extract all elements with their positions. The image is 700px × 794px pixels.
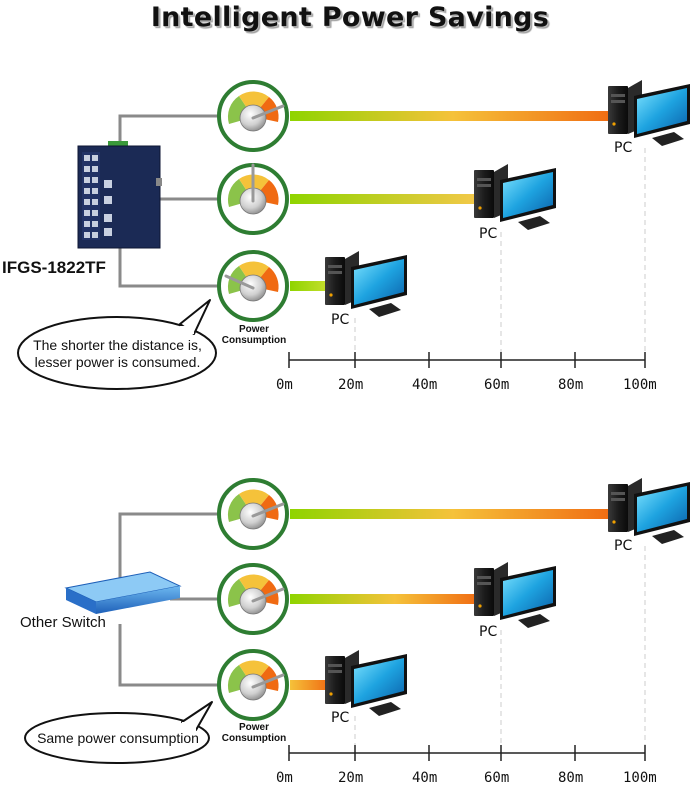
gauge-icon-top-2 [217,163,289,235]
tick-label-bottom: 20m [338,770,364,786]
tick-label-bottom: 60m [484,770,510,786]
power-bar-top-20m [290,281,330,291]
gauge-caption-top: Power Consumption [221,324,287,346]
ifgs-switch-icon [77,141,162,249]
pc-label-top-60m: PC [479,226,498,242]
pc-icon-bottom-100m [608,478,690,544]
gauge-icon-top-3 [217,250,289,322]
pc-label-top-20m: PC [331,312,350,328]
tick-label-top: 100m [623,377,657,393]
tick-label-top: 0m [276,377,293,393]
bubble-text-bottom: Same power consumption [37,730,199,746]
power-bar-bottom-60m [290,594,480,604]
tick-label-top: 20m [338,377,364,393]
pc-label-top-100m: PC [614,140,633,156]
tick-label-top: 40m [412,377,438,393]
tick-label-top: 80m [558,377,584,393]
gauge-icon-bottom-1 [217,478,289,550]
device-label-other-switch: Other Switch [20,614,106,631]
top-section [17,80,690,390]
speech-bubble-bottom [24,701,213,764]
tick-label-bottom: 100m [623,770,657,786]
gauge-caption-bottom: Power Consumption [221,722,287,744]
bubble-text-top: The shorter the distance is, lesser powe… [33,337,202,370]
page-title: Intelligent Power Savings [150,2,550,33]
distance-axis-bottom [288,745,646,761]
power-bar-top-60m [290,194,480,204]
tick-label-bottom: 0m [276,770,293,786]
gauge-icon-bottom-3 [217,649,289,721]
pc-label-bottom-100m: PC [614,538,633,554]
pc-icon-top-100m [608,80,690,146]
pc-icon-bottom-20m [325,650,407,716]
bottom-section [24,478,690,764]
power-bar-top-100m [290,111,615,121]
gauge-icon-top-1 [217,80,289,152]
pc-icon-bottom-60m [474,562,556,628]
tick-label-top: 60m [484,377,510,393]
device-label-ifgs: IFGS-1822TF [2,258,106,277]
pc-icon-top-60m [474,164,556,230]
gauge-icon-bottom-2 [217,563,289,635]
pc-label-bottom-60m: PC [479,624,498,640]
cable-bottom-1 [118,512,220,584]
speech-bubble-top [17,299,217,390]
other-switch-icon [64,571,182,614]
cable-top-3 [118,245,220,288]
distance-axis-top [288,352,646,368]
cable-top-1 [118,114,220,148]
power-bar-bottom-20m [290,680,330,690]
cable-bottom-3 [118,624,220,687]
tick-label-bottom: 80m [558,770,584,786]
pc-label-bottom-20m: PC [331,710,350,726]
tick-label-bottom: 40m [412,770,438,786]
pc-icon-top-20m [325,251,407,317]
power-bar-bottom-100m [290,509,615,519]
